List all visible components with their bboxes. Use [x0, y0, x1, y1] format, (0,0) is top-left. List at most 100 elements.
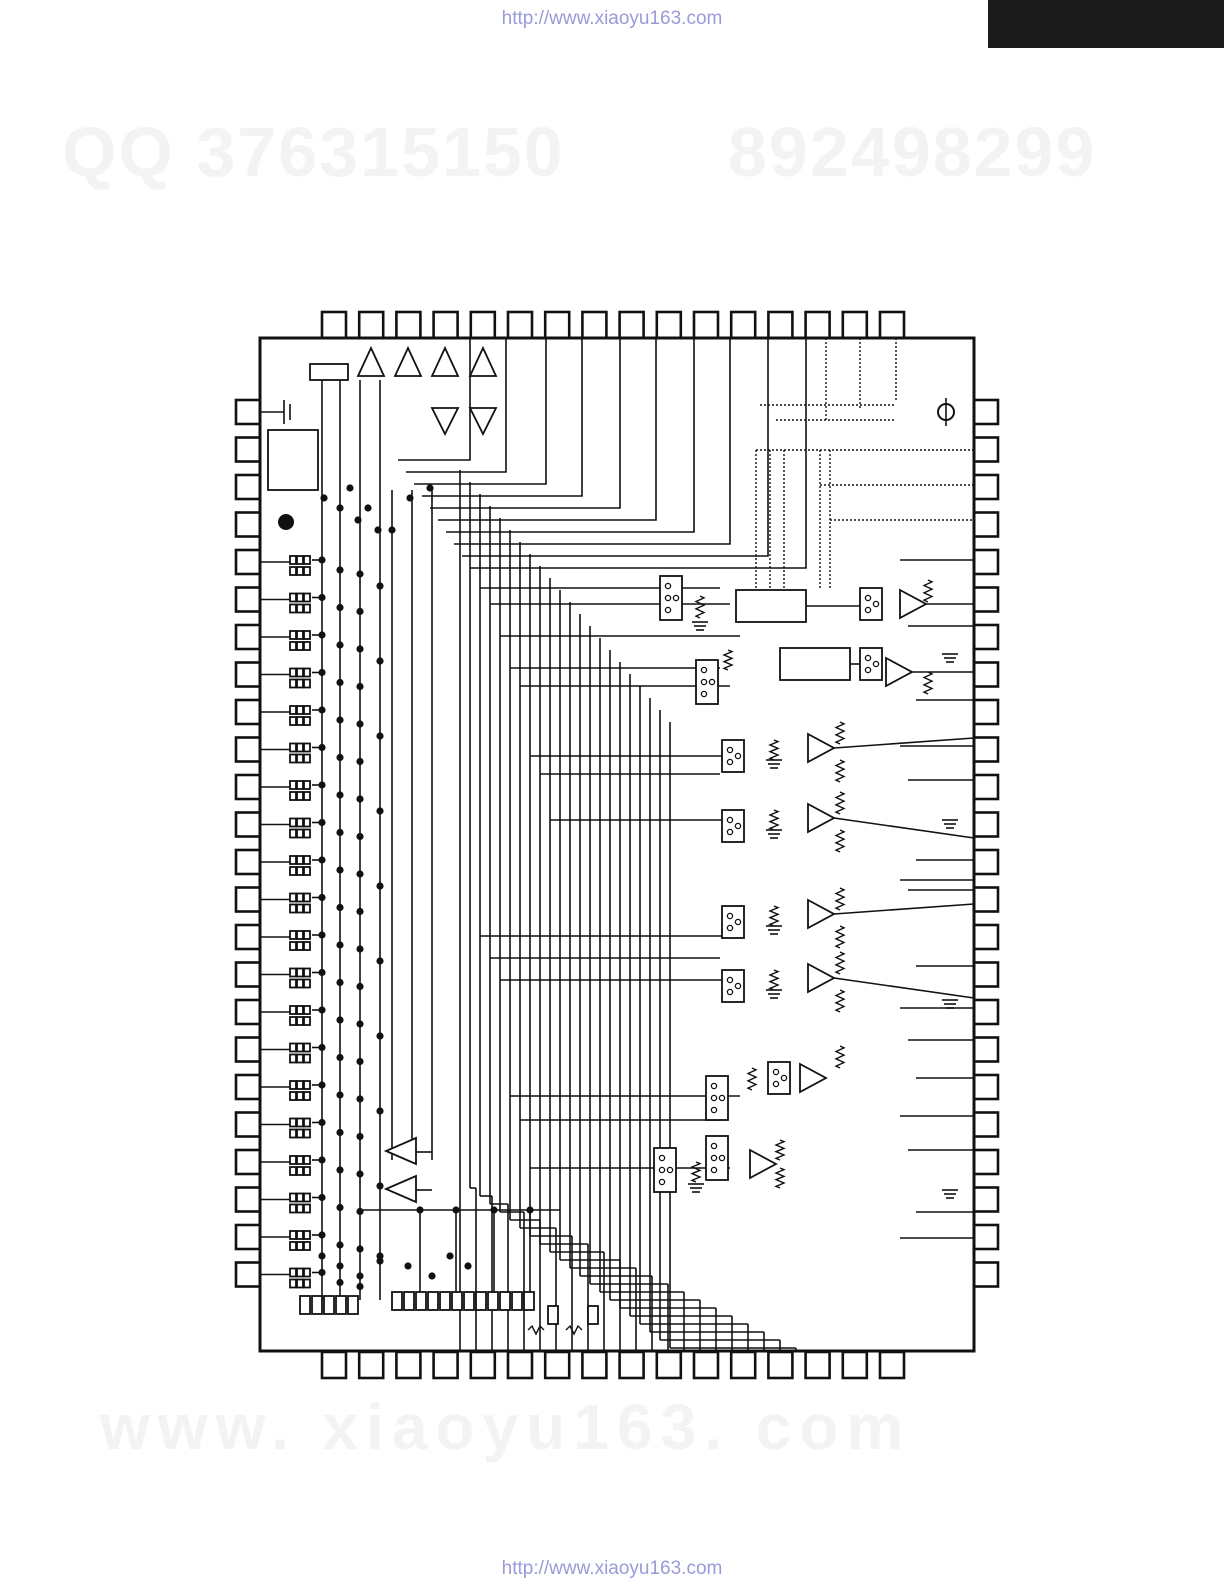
switch-contact	[659, 1179, 664, 1184]
mini-switch	[304, 792, 310, 800]
pin-left	[236, 475, 260, 499]
amp-stage	[808, 804, 834, 832]
ic-pins	[236, 312, 998, 1378]
amp-stage	[808, 900, 834, 928]
footer-url[interactable]: http://www.xiaoyu163.com	[0, 1558, 1224, 1580]
junction-dot	[356, 645, 363, 652]
buffer	[432, 348, 458, 376]
junction-dot	[318, 1231, 325, 1238]
junction-dot	[318, 931, 325, 938]
junction-dot	[336, 641, 343, 648]
mini-switch	[304, 556, 310, 564]
mini-switch	[290, 819, 296, 827]
switch-contact	[873, 661, 878, 666]
pin-left	[236, 888, 260, 912]
junction-dot	[318, 856, 325, 863]
pin-top	[322, 312, 346, 338]
mini-switch	[290, 781, 296, 789]
pin-top	[806, 312, 830, 338]
pin-right	[974, 438, 998, 462]
mic-input	[278, 514, 294, 530]
pin-top	[434, 312, 458, 338]
switch-contact	[865, 667, 870, 672]
junction-dot	[318, 556, 325, 563]
pin-right	[974, 588, 998, 612]
junction-dot	[336, 604, 343, 611]
pin-bottom	[359, 1352, 383, 1378]
resistor	[528, 1326, 544, 1334]
switch-contact	[659, 1155, 664, 1160]
regulator-block	[268, 430, 318, 490]
mini-switch	[297, 867, 303, 875]
mini-switch	[304, 1130, 310, 1138]
switch-contact	[727, 829, 732, 834]
switch-contact	[773, 1081, 778, 1086]
mini-switch	[290, 717, 296, 725]
junction-dot	[318, 1119, 325, 1126]
resistor	[924, 580, 932, 602]
mini-switch	[297, 1130, 303, 1138]
junction-dot	[336, 1166, 343, 1173]
mini-switch	[290, 594, 296, 602]
mini-switch	[512, 1292, 522, 1310]
switch-contact	[665, 583, 670, 588]
switch-contact	[727, 989, 732, 994]
junction-dot	[336, 1279, 343, 1286]
mini-switch	[304, 706, 310, 714]
mini-switch	[290, 894, 296, 902]
switch-contact	[773, 1069, 778, 1074]
mini-switch	[300, 1296, 310, 1314]
pin-left	[236, 1038, 260, 1062]
junction-dot	[376, 582, 383, 589]
amp-output	[834, 904, 974, 914]
mini-switch	[290, 631, 296, 639]
pin-left	[236, 1113, 260, 1137]
mini-switch	[304, 980, 310, 988]
mini-switch	[290, 1156, 296, 1164]
switch-contact	[735, 753, 740, 758]
amp-stage	[808, 734, 834, 762]
mini-switch	[290, 1044, 296, 1052]
pin-right	[974, 963, 998, 987]
junction-dot	[318, 1194, 325, 1201]
junction-dot	[336, 791, 343, 798]
mini-switch	[297, 931, 303, 939]
switch-contact	[873, 601, 878, 606]
mini-switch	[297, 1044, 303, 1052]
pin-left	[236, 1150, 260, 1174]
pin-top	[359, 312, 383, 338]
pin-top	[582, 312, 606, 338]
switch-contact	[735, 823, 740, 828]
switch-contact	[711, 1083, 716, 1088]
buffer-amp	[386, 1138, 416, 1164]
junction-dot	[356, 908, 363, 915]
pin-left	[236, 850, 260, 874]
switch-contact	[711, 1095, 716, 1100]
pin-top	[545, 312, 569, 338]
junction-dot	[336, 904, 343, 911]
junction-dot	[318, 969, 325, 976]
mini-switch	[297, 781, 303, 789]
junction-dot	[336, 566, 343, 573]
switch-contact	[709, 679, 714, 684]
junction-dot	[376, 807, 383, 814]
mini-switch	[304, 1044, 310, 1052]
mini-switch	[290, 744, 296, 752]
mini-switch	[304, 1092, 310, 1100]
switch-contact	[735, 983, 740, 988]
switch-contact	[727, 977, 732, 982]
mini-switch	[304, 781, 310, 789]
junction-dot	[374, 526, 381, 533]
switch-contact	[665, 595, 670, 600]
mini-switch	[290, 942, 296, 950]
buffer-amp	[386, 1176, 416, 1202]
resistor	[566, 1326, 582, 1334]
junction-dot	[446, 1252, 453, 1259]
pin-left	[236, 513, 260, 537]
pin-right	[974, 1150, 998, 1174]
resistor	[692, 1162, 700, 1182]
mini-switch	[297, 942, 303, 950]
pin-bottom	[843, 1352, 867, 1378]
junction-dot	[336, 1129, 343, 1136]
mini-switch	[297, 1055, 303, 1063]
